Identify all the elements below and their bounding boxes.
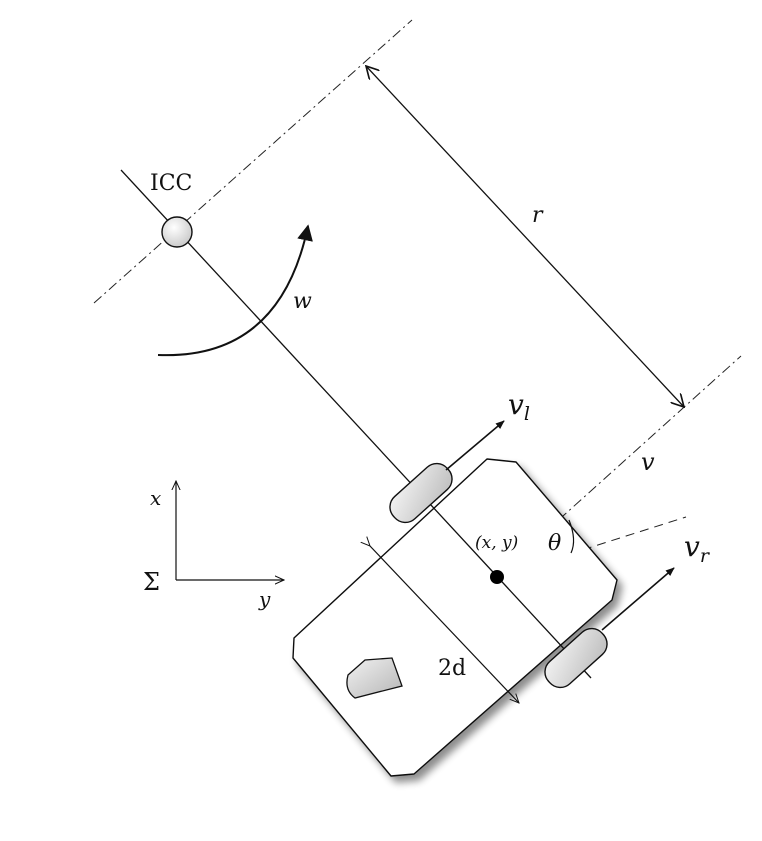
frame-x-label: x (150, 486, 161, 510)
right-wheel-velocity-arrow (601, 567, 675, 631)
frame-y-label: y (258, 587, 271, 611)
v-right-sub: r (700, 545, 711, 567)
v-right-main: v (684, 530, 700, 563)
robot-body (292, 458, 618, 777)
theta-label: θ (548, 531, 561, 556)
right-wheel (544, 627, 608, 689)
right-wheel-velocity-label: vr (684, 530, 711, 567)
omega-label: w (293, 289, 312, 314)
velocity-label: v (641, 448, 655, 476)
robot-heading-line (424, 355, 742, 641)
frame-sigma-label: Σ (143, 568, 160, 596)
robot-center-point (490, 570, 504, 584)
icc-label: ICC (150, 171, 192, 196)
left-wheel-velocity-arrow (445, 420, 505, 471)
rotation-arc (157, 224, 313, 357)
radius-arrow (366, 66, 684, 407)
radius-label: r (532, 203, 544, 228)
wheelbase-arrow (370, 546, 519, 703)
wheelbase-label: 2d (438, 656, 466, 681)
v-left-sub: l (524, 403, 530, 425)
v-left-main: v (508, 388, 524, 421)
left-wheel-velocity-label: vl (508, 388, 530, 425)
icc-tangent-line (93, 19, 413, 304)
icc-point (161, 216, 193, 248)
position-label: (x, y) (475, 533, 518, 553)
theta-arc (568, 519, 575, 554)
